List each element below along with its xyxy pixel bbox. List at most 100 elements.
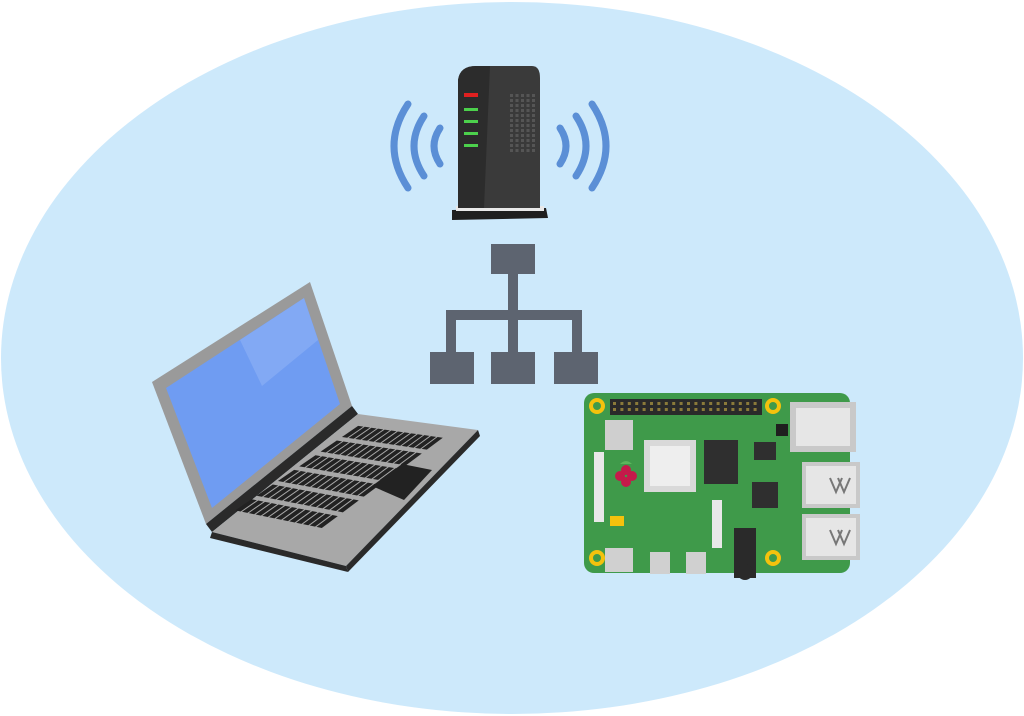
router-vent-hole	[515, 139, 519, 142]
laptop-key	[393, 451, 416, 465]
router-vent-hole	[532, 144, 535, 147]
pi-bottom-ports	[605, 528, 756, 580]
router-vent-hole	[526, 94, 530, 97]
laptop-key	[318, 476, 340, 490]
router-vent-hole	[510, 114, 513, 117]
router-vent-hole	[510, 144, 513, 147]
pi-audio-jack	[734, 528, 756, 578]
tree-child-node-right	[554, 352, 598, 384]
pi-camera-connector	[712, 500, 722, 548]
wifi-waves-left	[390, 100, 444, 192]
pi-gpio-pin	[657, 408, 661, 411]
tree-root-node	[491, 244, 535, 274]
laptop-key	[289, 509, 311, 523]
pi-usb-ports	[802, 462, 860, 560]
router-vent-hole	[521, 119, 524, 122]
router-vent-hole	[515, 104, 519, 107]
laptop-key	[319, 458, 341, 471]
laptop-key	[304, 474, 327, 487]
laptop-key	[401, 434, 423, 447]
router-vent-hole	[532, 124, 535, 127]
router-vent-hole	[510, 99, 513, 102]
laptop-key	[296, 511, 318, 524]
pi-gpio-pin	[716, 402, 720, 405]
router-vent-hole	[526, 124, 530, 127]
laptop-key	[320, 440, 343, 453]
pi-gpio-pin	[738, 402, 742, 405]
laptop-key	[337, 499, 359, 513]
router-vent-hole	[510, 129, 513, 132]
pi-gpio-pin	[701, 408, 705, 411]
router-vent-hole	[521, 129, 524, 132]
network-tree-icon	[430, 244, 598, 384]
laptop-key	[299, 455, 321, 468]
laptop-key	[275, 507, 298, 520]
laptop-key	[327, 441, 349, 454]
router-vent-hole	[515, 94, 519, 97]
laptop-key	[323, 496, 346, 510]
laptop-key	[353, 445, 376, 458]
router-vent-hole	[521, 139, 524, 142]
router-vent-hole	[532, 114, 535, 117]
pi-display-connector	[594, 452, 604, 522]
pi-gpio-pin	[687, 402, 690, 405]
laptop-key	[312, 457, 335, 470]
laptop-key	[352, 463, 375, 477]
pi-gpio-pin	[746, 408, 750, 411]
router-vent-hole	[526, 114, 530, 117]
laptop-key	[242, 500, 264, 513]
router-vent-hole	[526, 109, 530, 112]
laptop-key	[366, 466, 388, 479]
laptop-key	[375, 430, 397, 443]
laptop-key	[270, 487, 292, 500]
laptop-key	[291, 472, 313, 485]
pi-gpio-pin	[672, 402, 676, 405]
router-vent-hole	[526, 144, 530, 147]
laptop-key	[408, 435, 430, 448]
laptop-key	[311, 475, 333, 489]
laptop-key	[262, 504, 284, 517]
pi-gpio-header	[610, 399, 762, 415]
laptop-key	[355, 427, 377, 440]
raspberry-pi-board-icon	[584, 393, 860, 580]
router-vent-hole	[526, 99, 530, 102]
pi-mount-holes	[589, 398, 781, 566]
router-vent-hole	[510, 134, 513, 137]
laptop-key	[324, 478, 347, 491]
laptop-trackpad	[372, 464, 432, 500]
pi-gpio-pin	[709, 402, 713, 405]
router-vent-hole	[521, 114, 524, 117]
laptop-key	[297, 491, 319, 505]
laptop-key	[316, 515, 338, 528]
pi-gpio-pin	[687, 408, 690, 411]
laptop-keyboard	[235, 425, 443, 528]
pi-gpio-pin	[627, 402, 631, 405]
laptop-key	[255, 503, 278, 516]
laptop-key	[302, 512, 325, 526]
router-vent-hole	[510, 94, 513, 97]
router-vent-hole	[515, 149, 519, 152]
router-vent-hole	[515, 114, 519, 117]
router-vent-hole	[515, 119, 519, 122]
laptop-key	[326, 459, 348, 472]
laptop-key	[421, 437, 443, 450]
laptop-key	[333, 442, 356, 455]
pi-gpio-pin	[635, 402, 639, 405]
laptop-key	[381, 431, 404, 444]
router-vent-hole	[521, 134, 524, 137]
laptop-key	[361, 428, 384, 441]
router-vent-hole	[526, 134, 530, 137]
laptop-key	[345, 481, 367, 495]
router-vent-hole	[532, 134, 535, 137]
router-vent-hole	[532, 99, 535, 102]
pi-gpio-pin	[716, 408, 720, 411]
router-vent-hole	[510, 149, 513, 152]
laptop-key	[269, 505, 291, 519]
router-vent-hole	[532, 94, 535, 97]
pi-gpio-pin	[657, 402, 661, 405]
pi-gpio-pin	[613, 408, 616, 411]
laptop-key	[282, 508, 305, 522]
router-vent-hole	[515, 109, 519, 112]
pi-gpio-pin	[738, 408, 742, 411]
